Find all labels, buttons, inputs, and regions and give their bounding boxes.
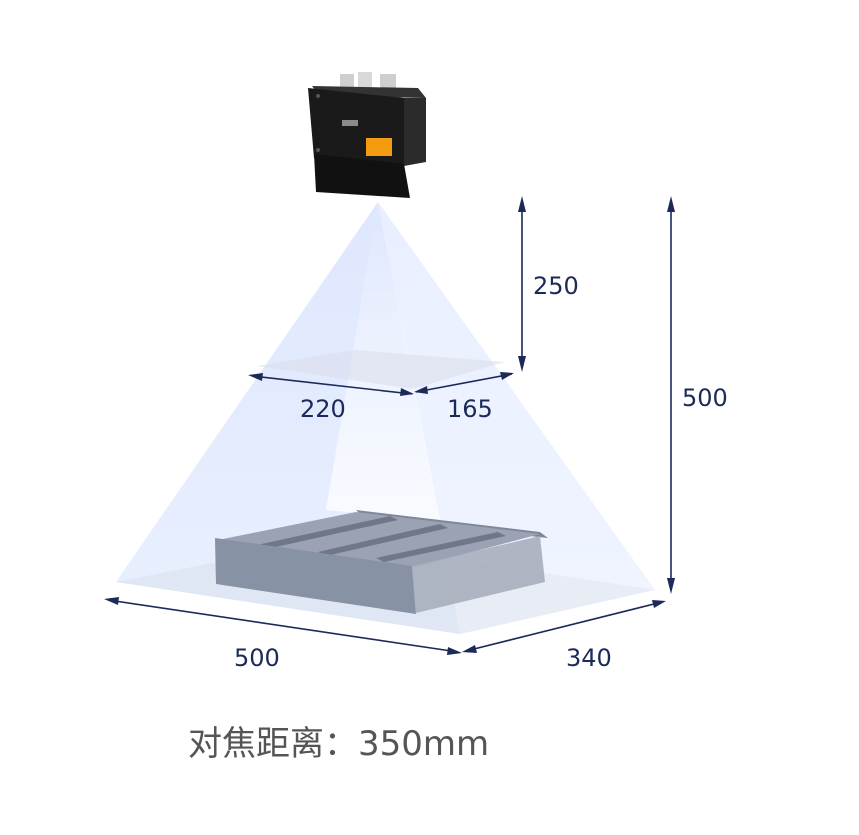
arrow-head-icon: [667, 578, 675, 594]
focus-distance-caption: 对焦距离：350mm: [188, 724, 489, 764]
bin-front-wall: [215, 538, 416, 614]
camera-screw-icon: [316, 94, 320, 98]
camera-connector-mid: [358, 72, 372, 88]
warning-label-icon: [366, 138, 392, 156]
dim-line-far-depth: [465, 601, 663, 652]
camera-screw-icon: [316, 148, 320, 152]
arrow-head-icon: [518, 196, 526, 212]
dim-label-far-width: 500: [234, 644, 280, 672]
dim-label-near-width: 220: [300, 395, 346, 423]
dim-label-near-height: 250: [533, 272, 579, 300]
arrow-head-icon: [652, 600, 666, 608]
arrow-head-icon: [462, 645, 477, 653]
dim-line-far-width: [107, 599, 459, 653]
camera-hood: [314, 154, 410, 198]
arrow-head-icon: [667, 196, 675, 212]
arrow-head-icon: [400, 388, 414, 396]
camera: [308, 72, 426, 198]
bin-divider-3: [376, 532, 506, 562]
arrow-head-icon: [248, 373, 263, 381]
arrow-head-icon: [104, 597, 119, 605]
dim-line-near-depth: [415, 373, 513, 393]
dim-label-far-depth: 340: [566, 644, 612, 672]
near-plane: [257, 350, 505, 389]
arrow-head-icon: [500, 372, 514, 380]
arrow-head-icon: [414, 386, 428, 394]
bin-right-wall: [412, 536, 545, 613]
bin-divider-2: [318, 524, 448, 556]
arrow-head-icon: [518, 356, 526, 372]
dim-line-near-width: [251, 375, 413, 395]
camera-connector-right: [380, 74, 396, 90]
dimension-lines: [104, 196, 675, 655]
camera-side: [404, 98, 426, 166]
dim-label-near-depth: 165: [447, 395, 493, 423]
bin: [215, 510, 548, 614]
camera-connector-left: [340, 74, 354, 88]
bin-divider-1: [252, 516, 398, 550]
arrow-head-icon: [447, 647, 462, 655]
camera-logo-icon: [342, 120, 358, 126]
dim-label-far-height: 500: [682, 384, 728, 412]
